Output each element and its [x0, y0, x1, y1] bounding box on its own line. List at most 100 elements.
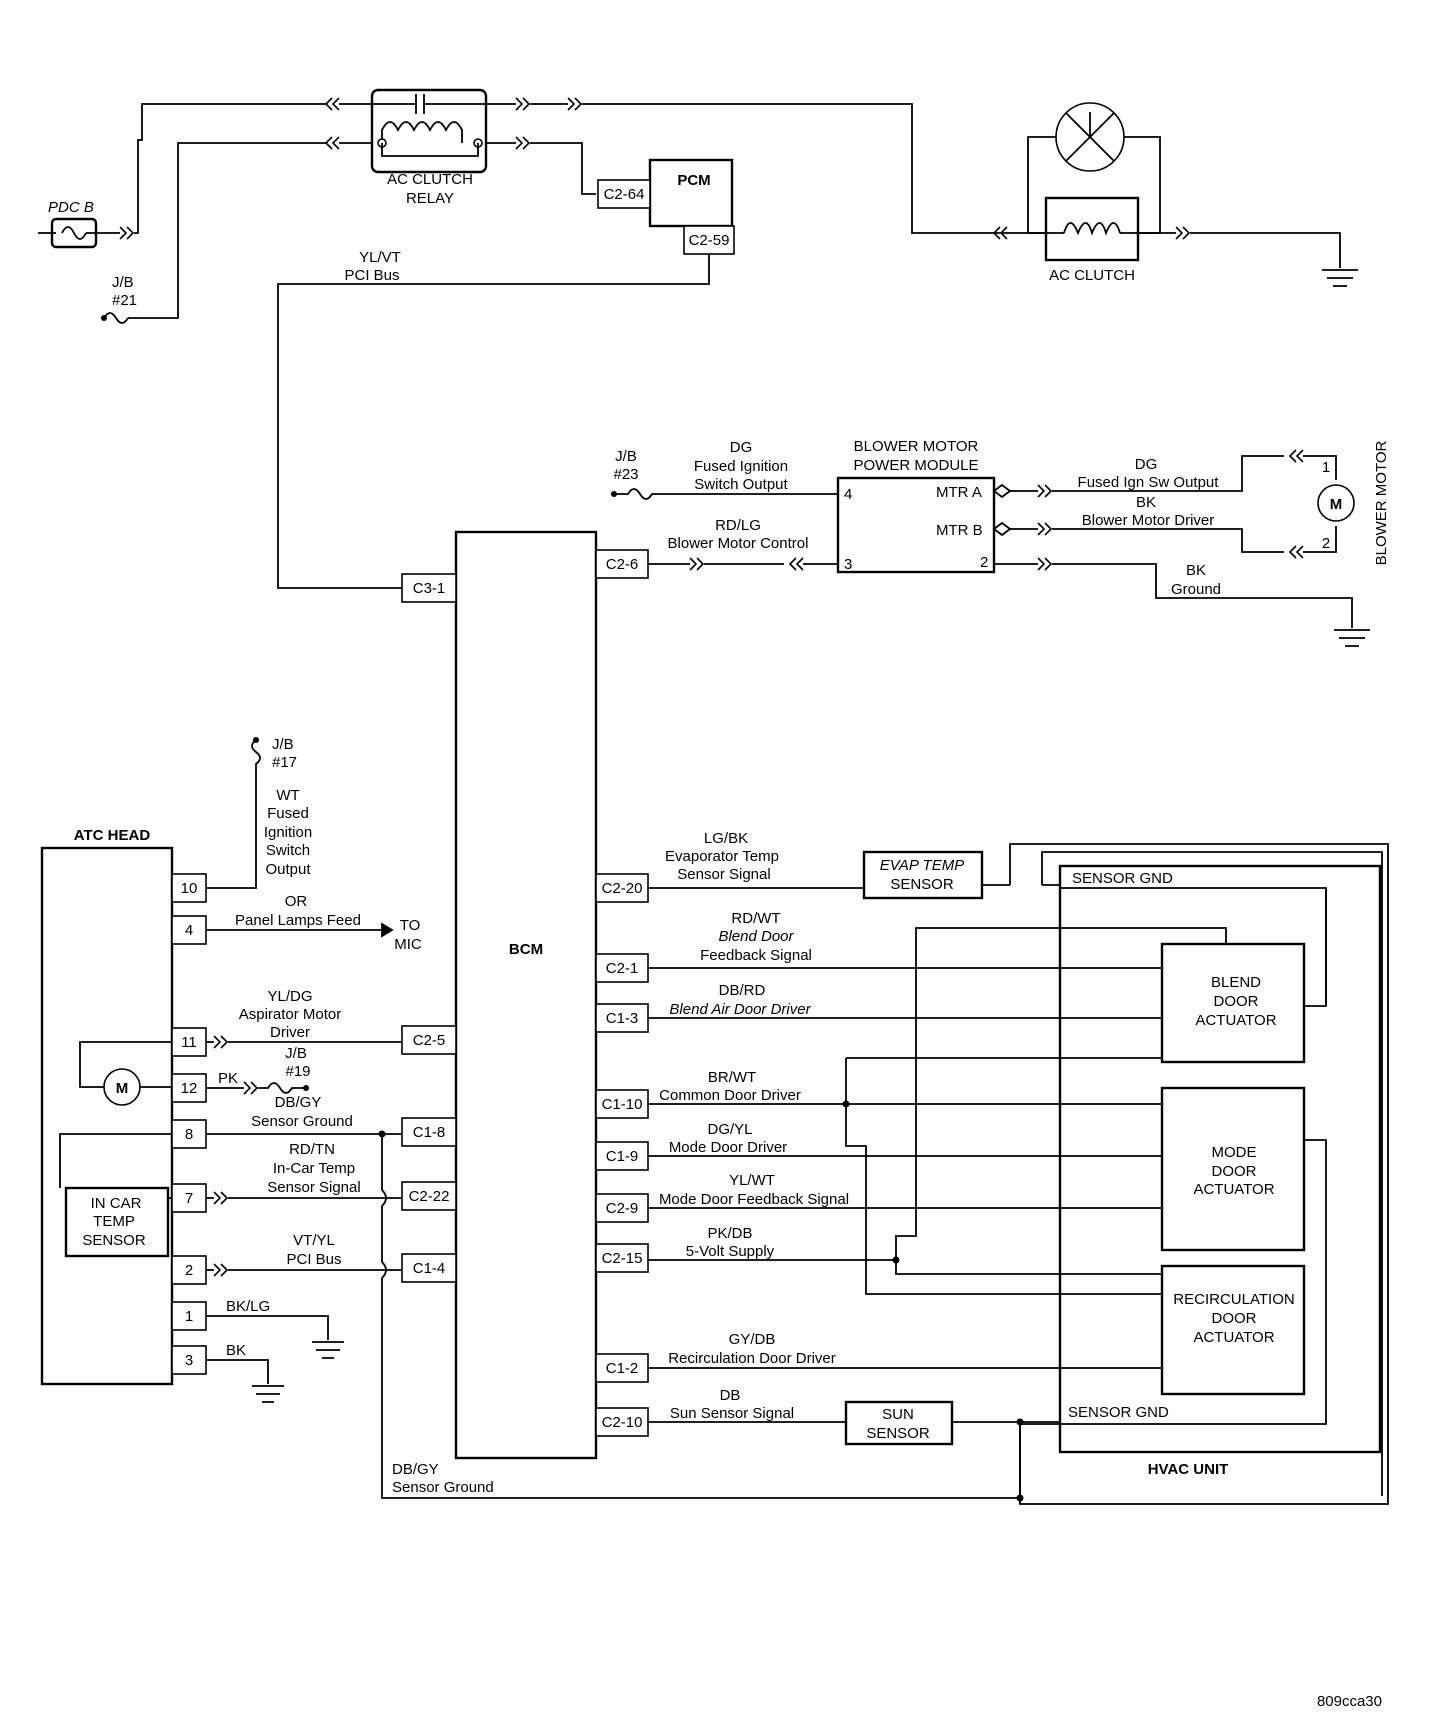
- atc-pin-8-label: 8: [185, 1126, 193, 1143]
- wire-relay-to-pcm: [530, 142, 596, 195]
- in-car-sensor-wiring: [59, 1133, 172, 1199]
- bcm-c1-10: [595, 1089, 649, 1119]
- blower-circuit: J/B #23 DG Fused Ignition Switch Output …: [611, 438, 1390, 647]
- jb23-label-1: J/B: [615, 448, 637, 465]
- lg-bk-label-1: LG/BK: [704, 830, 748, 847]
- ground-icon: [252, 1385, 284, 1403]
- connector-arrow: [1037, 484, 1053, 498]
- rd-tn-label-3: Sensor Signal: [267, 1179, 360, 1196]
- bcm-c1-10-label: C1-10: [602, 1096, 643, 1113]
- gy-db-label-1: GY/DB: [729, 1331, 776, 1348]
- pdc-b-label: PDC B: [48, 199, 94, 216]
- pcm-connector-c2-64: [597, 179, 651, 209]
- wire-wt-fused: [206, 739, 261, 889]
- bcm-c2-20-label: C2-20: [602, 880, 643, 897]
- mode-door-label-3: ACTUATOR: [1193, 1181, 1274, 1198]
- bcm-c2-5: [401, 1025, 457, 1055]
- pcm-c2-64-label: C2-64: [604, 186, 645, 203]
- bcm-c1-9-label: C1-9: [606, 1148, 639, 1165]
- lg-bk-label-2: Evaporator Temp: [665, 848, 779, 865]
- wire-diode-parallel: [1027, 136, 1161, 233]
- wt-label-3: Ignition: [264, 824, 312, 841]
- bcm-c2-1-label: C2-1: [606, 960, 639, 977]
- relay-coil-icon: [381, 121, 463, 143]
- aspirator-motor-symbol: M: [116, 1080, 129, 1097]
- recirc-door-label-3: ACTUATOR: [1193, 1329, 1274, 1346]
- wire-jb21-to-relay-coil: [103, 142, 326, 324]
- ac-clutch-circuit: PDC B J/B #21 AC CLUTCH RELAY P: [38, 88, 1358, 589]
- to-mic-label-2: MIC: [394, 936, 422, 953]
- jb17-label-2: #17: [272, 754, 297, 771]
- sun-sensor-box: [844, 1400, 954, 1446]
- wire-bk-lg: [206, 1315, 329, 1340]
- connector-arrow: [1288, 545, 1304, 559]
- dg-yl-label-2: Mode Door Driver: [669, 1139, 787, 1156]
- connector-arrow: [243, 1081, 259, 1095]
- atc-pin-12: [171, 1073, 207, 1103]
- jb23-label-2: #23: [613, 466, 638, 483]
- bcm-c1-4: [401, 1253, 457, 1283]
- in-car-temp-sensor-label-3: SENSOR: [82, 1232, 146, 1249]
- sun-sensor-label-2: SENSOR: [866, 1425, 930, 1442]
- wire-pci-bus-pcm-bcm: [277, 254, 710, 589]
- atc-pin-1: [171, 1301, 207, 1331]
- bcm-c2-15: [595, 1243, 649, 1273]
- connector-arrow: [1037, 522, 1053, 536]
- vt-yl-label-1: VT/YL: [293, 1232, 335, 1249]
- bk-blower-label-1: BK: [1136, 494, 1156, 511]
- jb19-label-1: J/B: [285, 1045, 307, 1062]
- to-mic-label-1: TO: [400, 917, 421, 934]
- bk-ground-label-1: BK: [1186, 562, 1206, 579]
- recirc-door-label-1: RECIRCULATION: [1173, 1291, 1294, 1308]
- jb21-label-1: J/B: [112, 274, 134, 291]
- connector-arrow: [1288, 449, 1304, 463]
- dg-yl-label-1: DG/YL: [707, 1121, 752, 1138]
- wire-bk: [206, 1359, 269, 1384]
- atc-pin-3-label: 3: [185, 1352, 193, 1369]
- db-gy-label-1: DB/GY: [275, 1094, 322, 1111]
- recirc-door-label-2: DOOR: [1212, 1310, 1257, 1327]
- atc-pin-7: [171, 1183, 207, 1213]
- br-wt-label-1: BR/WT: [708, 1069, 756, 1086]
- bcm-c1-2: [595, 1353, 649, 1383]
- bcm-c1-2-label: C1-2: [606, 1360, 639, 1377]
- ac-clutch-label: AC CLUTCH: [1049, 267, 1135, 284]
- module-pin-4: 4: [844, 486, 852, 503]
- connector-arrow: [788, 557, 804, 571]
- wire-bk-blower-to-motor: [1052, 528, 1284, 553]
- rd-wt-label-3: Feedback Signal: [700, 947, 812, 964]
- figure-id: 809cca30: [1317, 1693, 1382, 1710]
- ground-icon: [1334, 629, 1370, 647]
- db-rd-label-2: Blend Air Door Driver: [669, 1001, 811, 1018]
- module-pin-mtr-a: MTR A: [936, 484, 982, 501]
- pk-db-label-2: 5-Volt Supply: [686, 1243, 775, 1260]
- bcm-c2-5-label: C2-5: [413, 1032, 446, 1049]
- jb17-label-1: J/B: [272, 736, 294, 753]
- bcm-c2-10: [595, 1407, 649, 1437]
- motor-pin-2: 2: [1322, 535, 1330, 552]
- connector-arrow: [1175, 226, 1191, 240]
- db-gy-bottom-label-1: DB/GY: [392, 1461, 439, 1478]
- rd-wt-label-1: RD/WT: [731, 910, 780, 927]
- atc-pin-10-label: 10: [181, 880, 198, 897]
- wire-br-wt-branches: [845, 1057, 1162, 1295]
- evap-temp-label-2: SENSOR: [890, 876, 954, 893]
- yl-wt-label-2: Mode Door Feedback Signal: [659, 1191, 849, 1208]
- ground-icon: [312, 1341, 344, 1359]
- blower-module-label-1: BLOWER MOTOR: [854, 438, 979, 455]
- jb19-fuse-icon: [303, 1085, 309, 1091]
- aspirator-motor-wiring: [79, 1041, 172, 1088]
- db-gy-label-2: Sensor Ground: [251, 1113, 353, 1130]
- dg-fused-label-2: Fused Ignition: [694, 458, 788, 475]
- to-mic-arrow: [381, 922, 394, 938]
- gy-db-label-2: Recirculation Door Driver: [668, 1350, 836, 1367]
- connector-arrow: [1037, 557, 1053, 571]
- bk-lg-label: BK/LG: [226, 1298, 270, 1315]
- jb21-fuse-icon: [101, 315, 107, 321]
- atc-pin-4-label: 4: [185, 922, 193, 939]
- connector-arrow: [213, 1191, 229, 1205]
- pcm-label: PCM: [677, 172, 710, 189]
- vt-yl-label-2: PCI Bus: [286, 1251, 341, 1268]
- bcm-c2-6: [595, 549, 649, 579]
